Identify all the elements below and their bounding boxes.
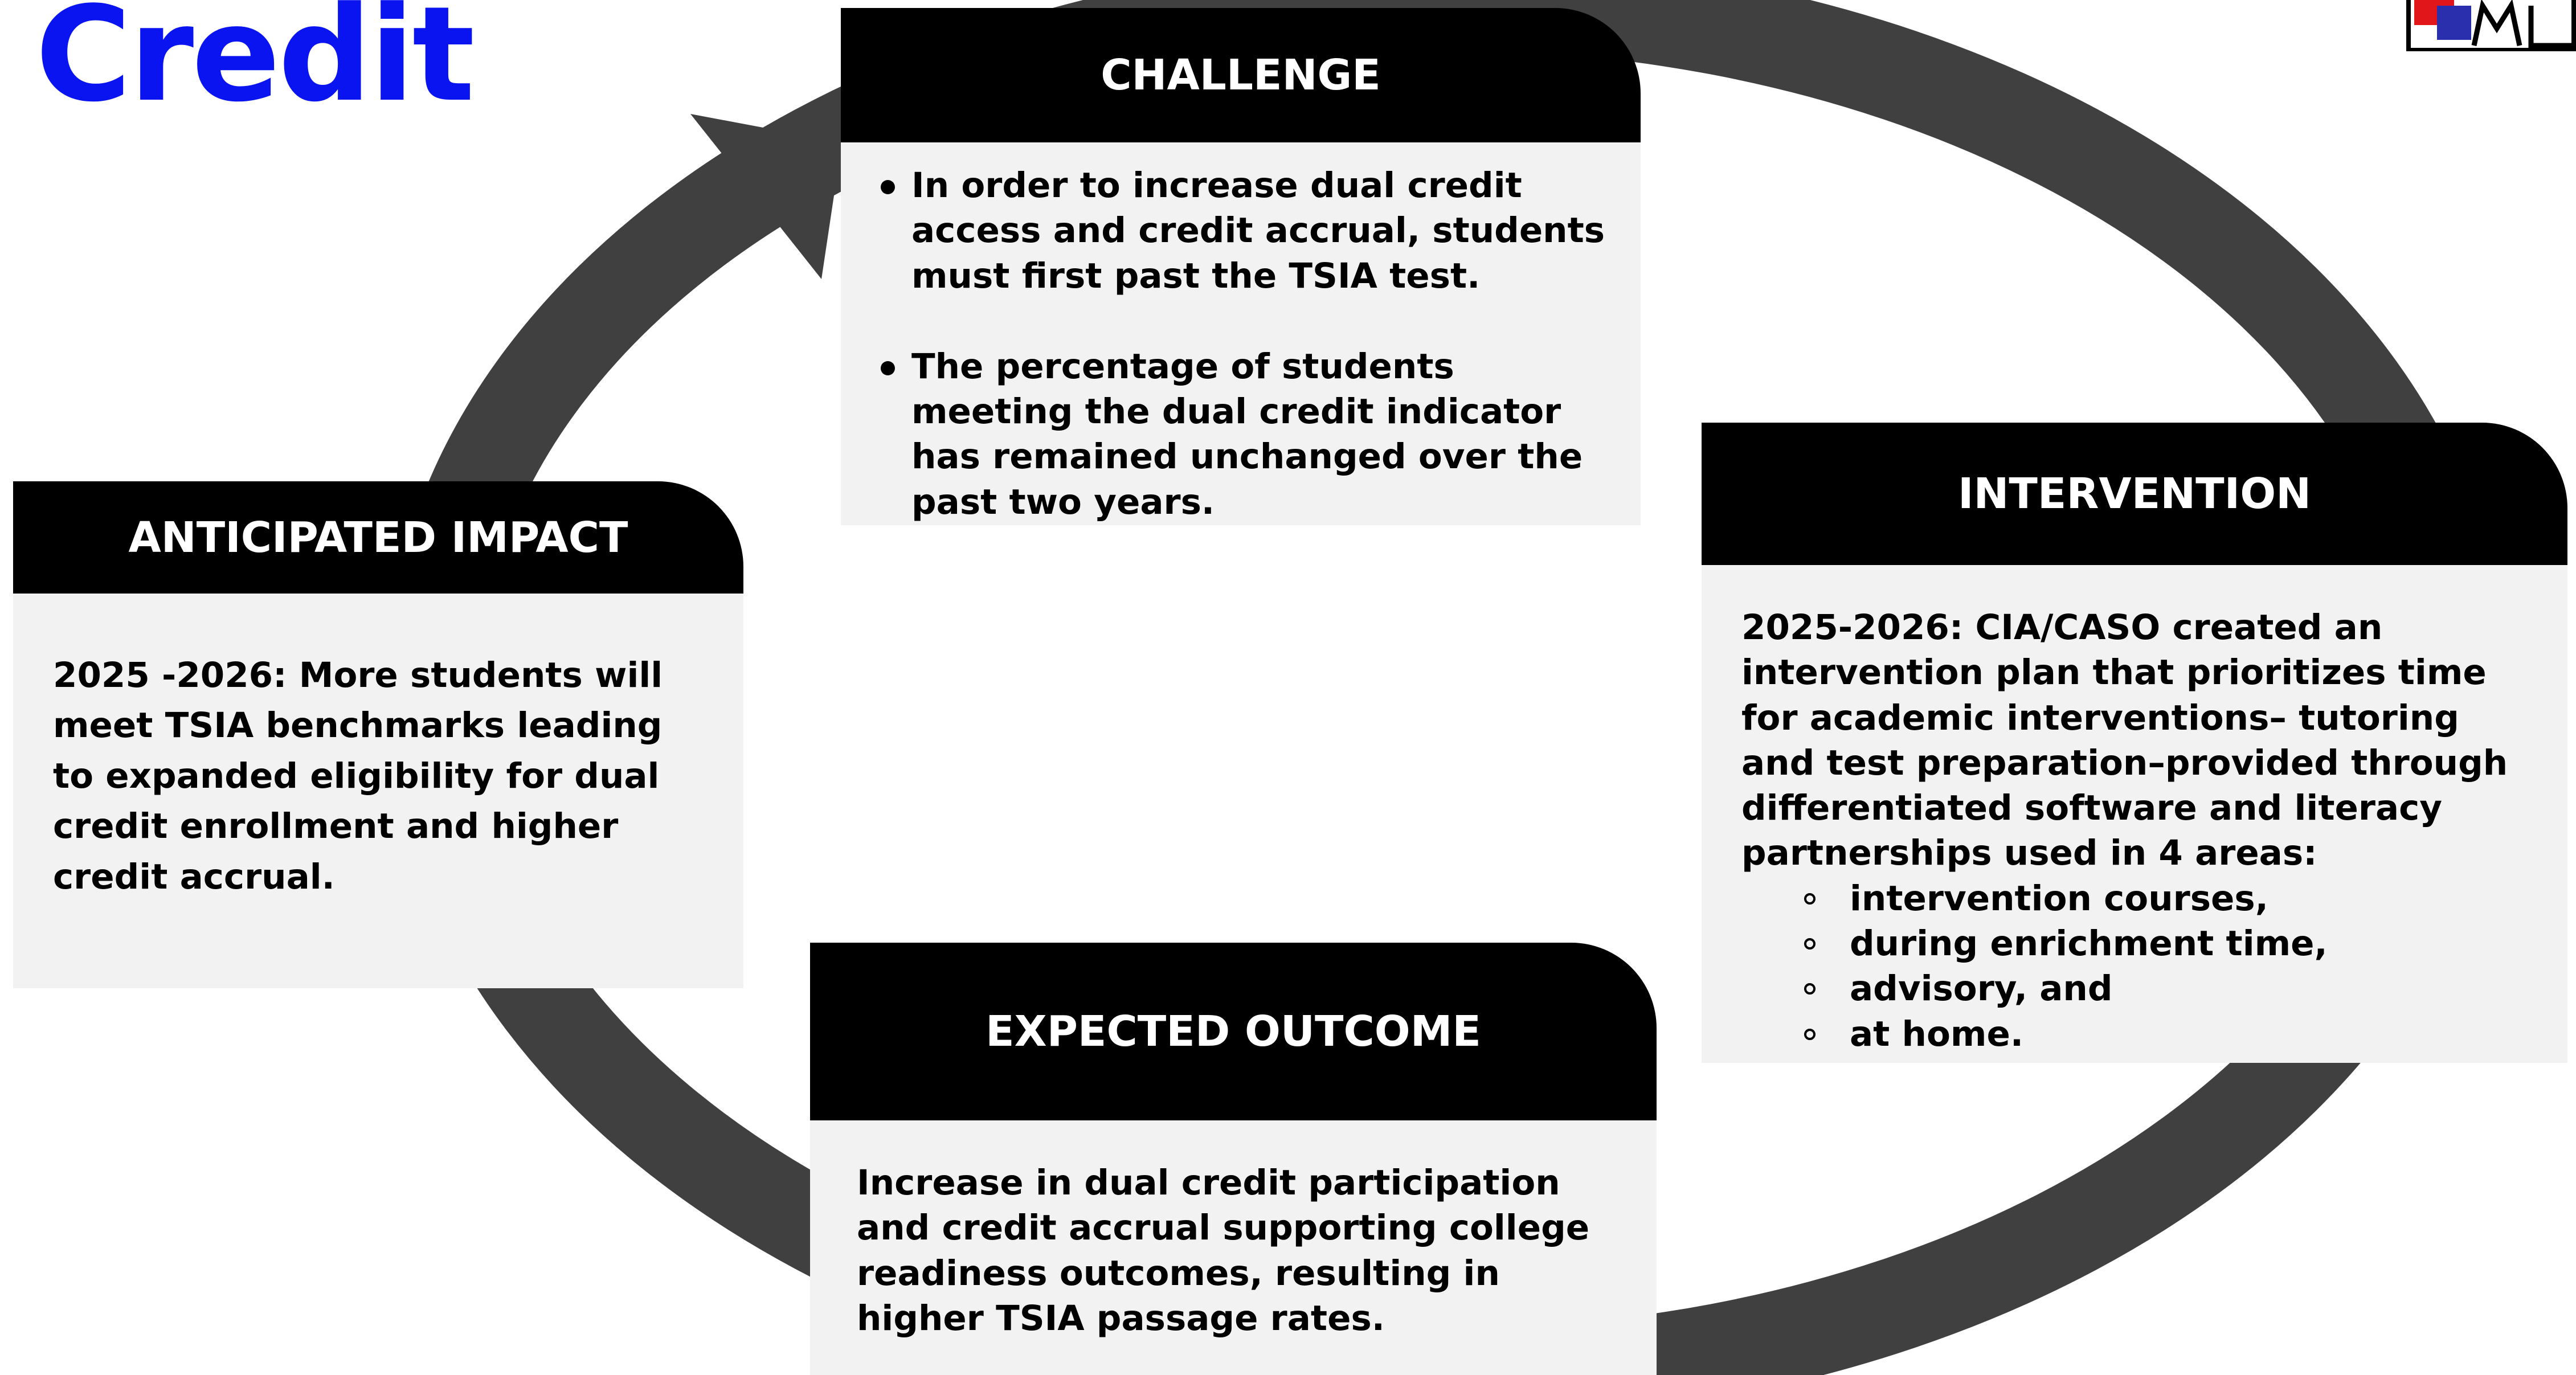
cycle-arrowhead-icon [690,114,842,279]
expected-outcome-heading: EXPECTED OUTCOME [810,943,1657,1120]
anticipated-impact-body: 2025 -2026: More students will meet TSIA… [13,594,743,988]
anticipated-impact-box: ANTICIPATED IMPACT 2025 -2026: More stud… [13,481,743,988]
challenge-bullet: The percentage of students meeting the d… [877,344,1606,525]
anticipated-impact-text: 2025 -2026: More students will meet TSIA… [53,655,663,897]
expected-outcome-box: EXPECTED OUTCOME Increase in dual credit… [810,943,1657,1375]
intervention-body: 2025-2026: CIA/CASO created an intervent… [1702,565,2567,1063]
intervention-heading: INTERVENTION [1702,423,2567,565]
expected-outcome-body: Increase in dual credit participation an… [810,1120,1657,1375]
anticipated-impact-heading: ANTICIPATED IMPACT [13,481,743,594]
intervention-area-list: intervention courses, during enrichment … [1741,876,2539,1057]
district-logo-icon [2403,0,2576,52]
challenge-bullet: In order to increase dual credit access … [877,163,1606,298]
challenge-bullet-list: In order to increase dual credit access … [877,163,1606,525]
intervention-text: 2025-2026: CIA/CASO created an intervent… [1741,607,2508,874]
district-logo [2403,0,2576,52]
intervention-area-item: intervention courses, [1741,876,2539,921]
challenge-body: In order to increase dual credit access … [841,142,1641,525]
intervention-area-item: during enrichment time, [1741,921,2539,966]
page-title: Credit [35,0,475,131]
challenge-box: CHALLENGE In order to increase dual cred… [841,8,1641,525]
intervention-area-item: advisory, and [1741,966,2539,1011]
challenge-heading: CHALLENGE [841,8,1641,142]
expected-outcome-text: Increase in dual credit participation an… [857,1163,1590,1339]
intervention-area-item: at home. [1741,1012,2539,1057]
intervention-box: INTERVENTION 2025-2026: CIA/CASO created… [1702,423,2567,1063]
